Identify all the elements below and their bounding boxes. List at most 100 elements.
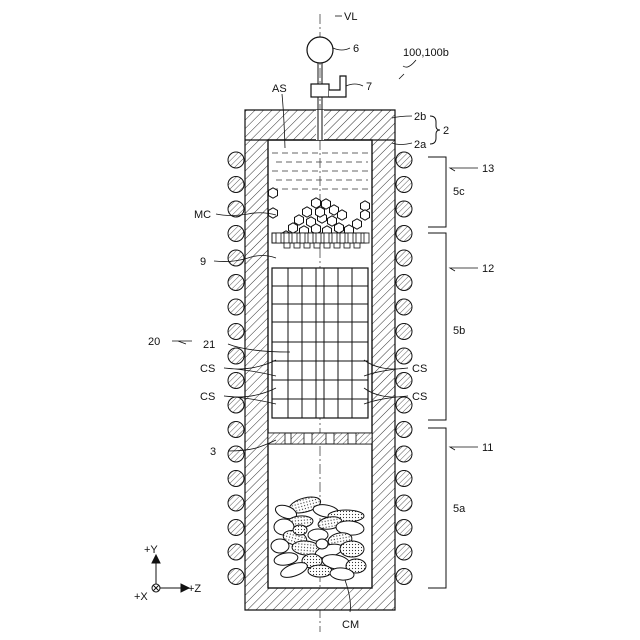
coil-turn xyxy=(228,422,244,438)
coil-turn xyxy=(396,226,412,242)
hex-particle xyxy=(269,188,278,198)
grate-9-slot xyxy=(300,233,305,243)
axis-label-x: +X xyxy=(134,591,148,603)
hex-particle xyxy=(335,223,344,233)
axis-label-z: +Z xyxy=(188,583,201,595)
label-13: 13 xyxy=(482,163,494,175)
label-cs-right-upper: CS xyxy=(412,363,427,375)
grate-9-slot xyxy=(340,233,345,243)
coil-turn xyxy=(396,471,412,487)
coil-turn xyxy=(396,520,412,536)
grate-3-block xyxy=(334,433,348,444)
grate-9-tooth xyxy=(324,243,330,248)
pebble xyxy=(316,539,328,549)
coil-turn xyxy=(396,495,412,511)
coil-turn xyxy=(396,397,412,413)
coil-turn xyxy=(396,348,412,364)
hex-particle xyxy=(269,208,278,218)
pebble xyxy=(271,539,289,553)
coil-turn xyxy=(228,324,244,340)
coil-turn xyxy=(396,544,412,560)
grate-3 xyxy=(268,433,372,444)
hex-particle xyxy=(289,223,298,233)
coil-turn xyxy=(228,373,244,389)
bracket-2 xyxy=(430,116,440,144)
coil-turn xyxy=(228,495,244,511)
grate-9-slot xyxy=(348,233,353,243)
label-21: 21 xyxy=(203,339,215,351)
raw-material-cm xyxy=(271,494,366,581)
hex-particle xyxy=(361,210,370,220)
coil-turn xyxy=(396,177,412,193)
pebble xyxy=(293,525,307,535)
grate-3-block xyxy=(356,433,372,444)
label-5c: 5c xyxy=(453,186,465,198)
label-2: 2 xyxy=(443,125,449,137)
pebble xyxy=(340,541,364,557)
grate-9-tooth xyxy=(334,243,340,248)
label-ref-main: 100,100b xyxy=(403,47,449,59)
grate-9-slot xyxy=(316,233,321,243)
grate-9-tooth xyxy=(294,243,300,248)
coil-turn xyxy=(228,177,244,193)
label-7: 7 xyxy=(366,81,372,93)
label-5b: 5b xyxy=(453,325,465,337)
grate-3-block xyxy=(291,433,304,444)
label-cs-right-lower: CS xyxy=(412,391,427,403)
grate-9-tooth xyxy=(344,243,350,248)
label-9: 9 xyxy=(200,256,206,268)
label-2a: 2a xyxy=(414,139,427,151)
hex-particle xyxy=(295,215,304,225)
pebble xyxy=(308,565,332,577)
hex-particle xyxy=(338,210,347,220)
coil-turn xyxy=(396,152,412,168)
coil-turn xyxy=(228,471,244,487)
hex-particle xyxy=(353,219,362,229)
coil-turn xyxy=(228,348,244,364)
hex-particle xyxy=(316,207,325,217)
coil-turn xyxy=(228,569,244,585)
grate-9-tooth xyxy=(304,243,310,248)
grate-9-tooth xyxy=(354,243,360,248)
coil-turn xyxy=(228,152,244,168)
coil-turn xyxy=(228,446,244,462)
label-cm: CM xyxy=(342,619,359,631)
label-12: 12 xyxy=(482,263,494,275)
label-20: 20 xyxy=(148,336,160,348)
label-2b: 2b xyxy=(414,111,426,123)
coil-turn xyxy=(228,226,244,242)
grate-9-tooth xyxy=(284,243,290,248)
grate-9-slot xyxy=(364,233,369,243)
bracket-5c xyxy=(428,157,446,227)
grate-9-slot xyxy=(308,233,313,243)
grate-9-slot xyxy=(284,233,289,243)
label-as: AS xyxy=(272,83,287,95)
coil-turn xyxy=(396,324,412,340)
coil-turn xyxy=(228,275,244,291)
label-6: 6 xyxy=(353,43,359,55)
coil-turn xyxy=(228,520,244,536)
grate-3-block xyxy=(312,433,326,444)
grate-9-slot xyxy=(292,233,297,243)
coil-turn xyxy=(396,446,412,462)
grate-9-slot xyxy=(276,233,281,243)
label-5a: 5a xyxy=(453,503,466,515)
label-cs-left-upper: CS xyxy=(200,363,215,375)
coil-turn xyxy=(396,250,412,266)
label-11: 11 xyxy=(482,442,493,454)
coil-turn xyxy=(396,422,412,438)
coil-turn xyxy=(228,397,244,413)
coil-turn xyxy=(228,299,244,315)
label-mc: MC xyxy=(194,209,211,221)
grate-9 xyxy=(272,233,369,248)
hex-particle xyxy=(303,207,312,217)
coil-turn xyxy=(228,544,244,560)
bracket-5a xyxy=(428,428,446,588)
grate-9-slot xyxy=(324,233,329,243)
axis-label-y: +Y xyxy=(144,544,158,556)
grate-9-slot xyxy=(332,233,337,243)
coil-turn xyxy=(396,373,412,389)
grate-9-slot xyxy=(356,233,361,243)
